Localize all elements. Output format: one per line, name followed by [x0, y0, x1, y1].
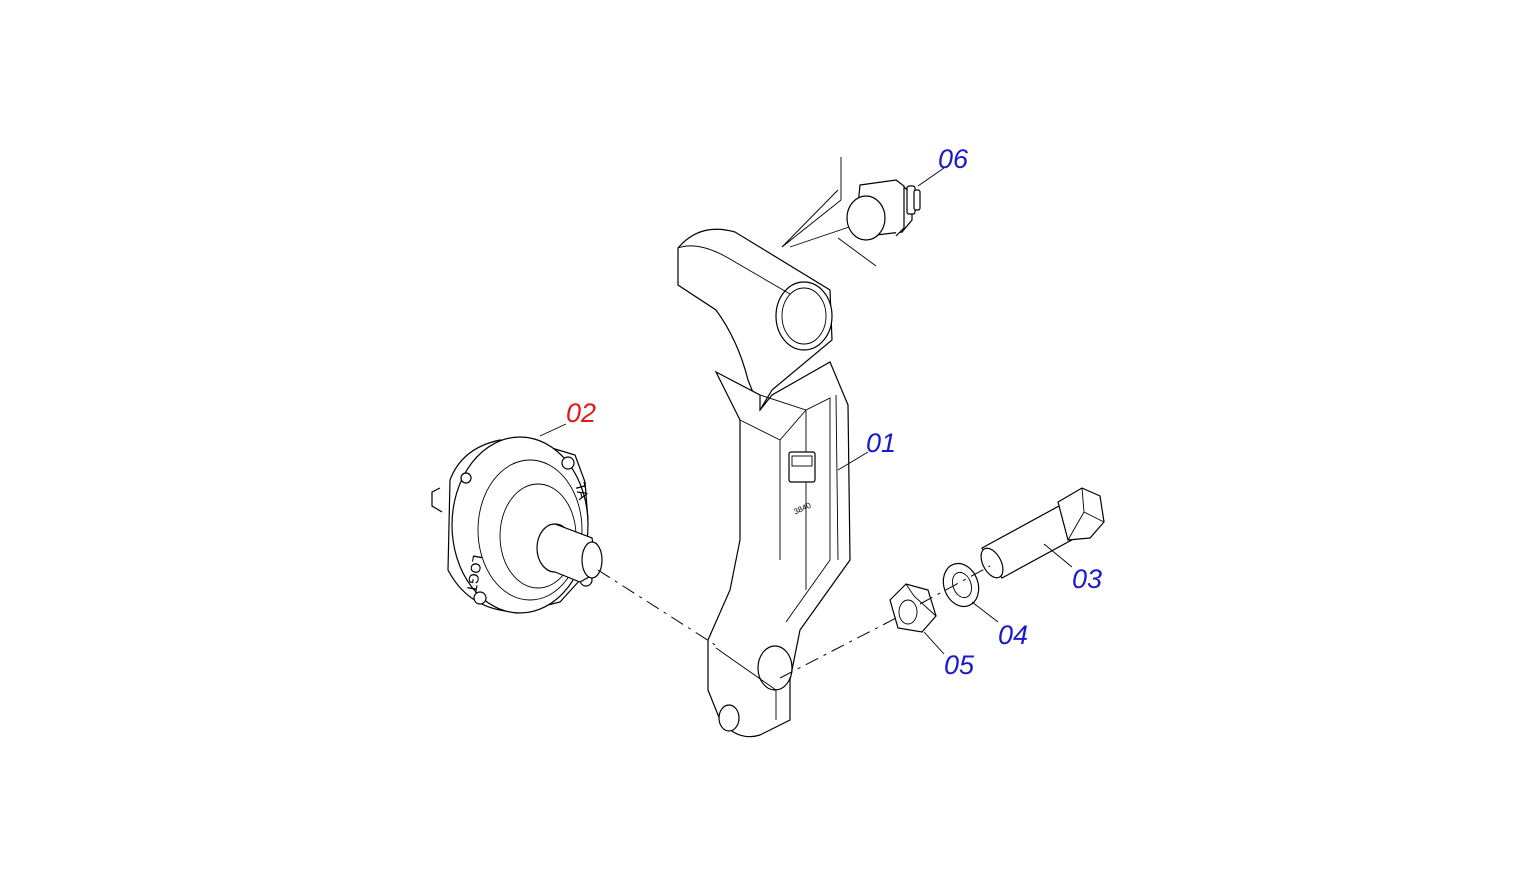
callout-05[interactable]: 05	[944, 650, 975, 680]
callout-03[interactable]: 03	[1072, 564, 1102, 594]
hub-stamp-lower: LOGT	[464, 554, 486, 595]
callouts: 06 02 01 03 04 05	[566, 144, 1102, 680]
part-06-fitting[interactable]	[781, 157, 945, 267]
part-05-nut[interactable]	[889, 583, 945, 655]
part-03-bolt[interactable]	[977, 487, 1105, 581]
callout-06[interactable]: 06	[938, 144, 969, 174]
hub-stamp-upper: TA	[572, 481, 592, 502]
assembly-center-lines	[597, 565, 991, 679]
part-01-arm[interactable]: 3840	[677, 228, 869, 738]
callout-01[interactable]: 01	[866, 428, 896, 458]
part-02-hub[interactable]: TA LOGT	[431, 423, 603, 614]
callout-02[interactable]: 02	[566, 398, 596, 428]
callout-04[interactable]: 04	[998, 620, 1028, 650]
part-04-washer[interactable]	[938, 559, 999, 623]
